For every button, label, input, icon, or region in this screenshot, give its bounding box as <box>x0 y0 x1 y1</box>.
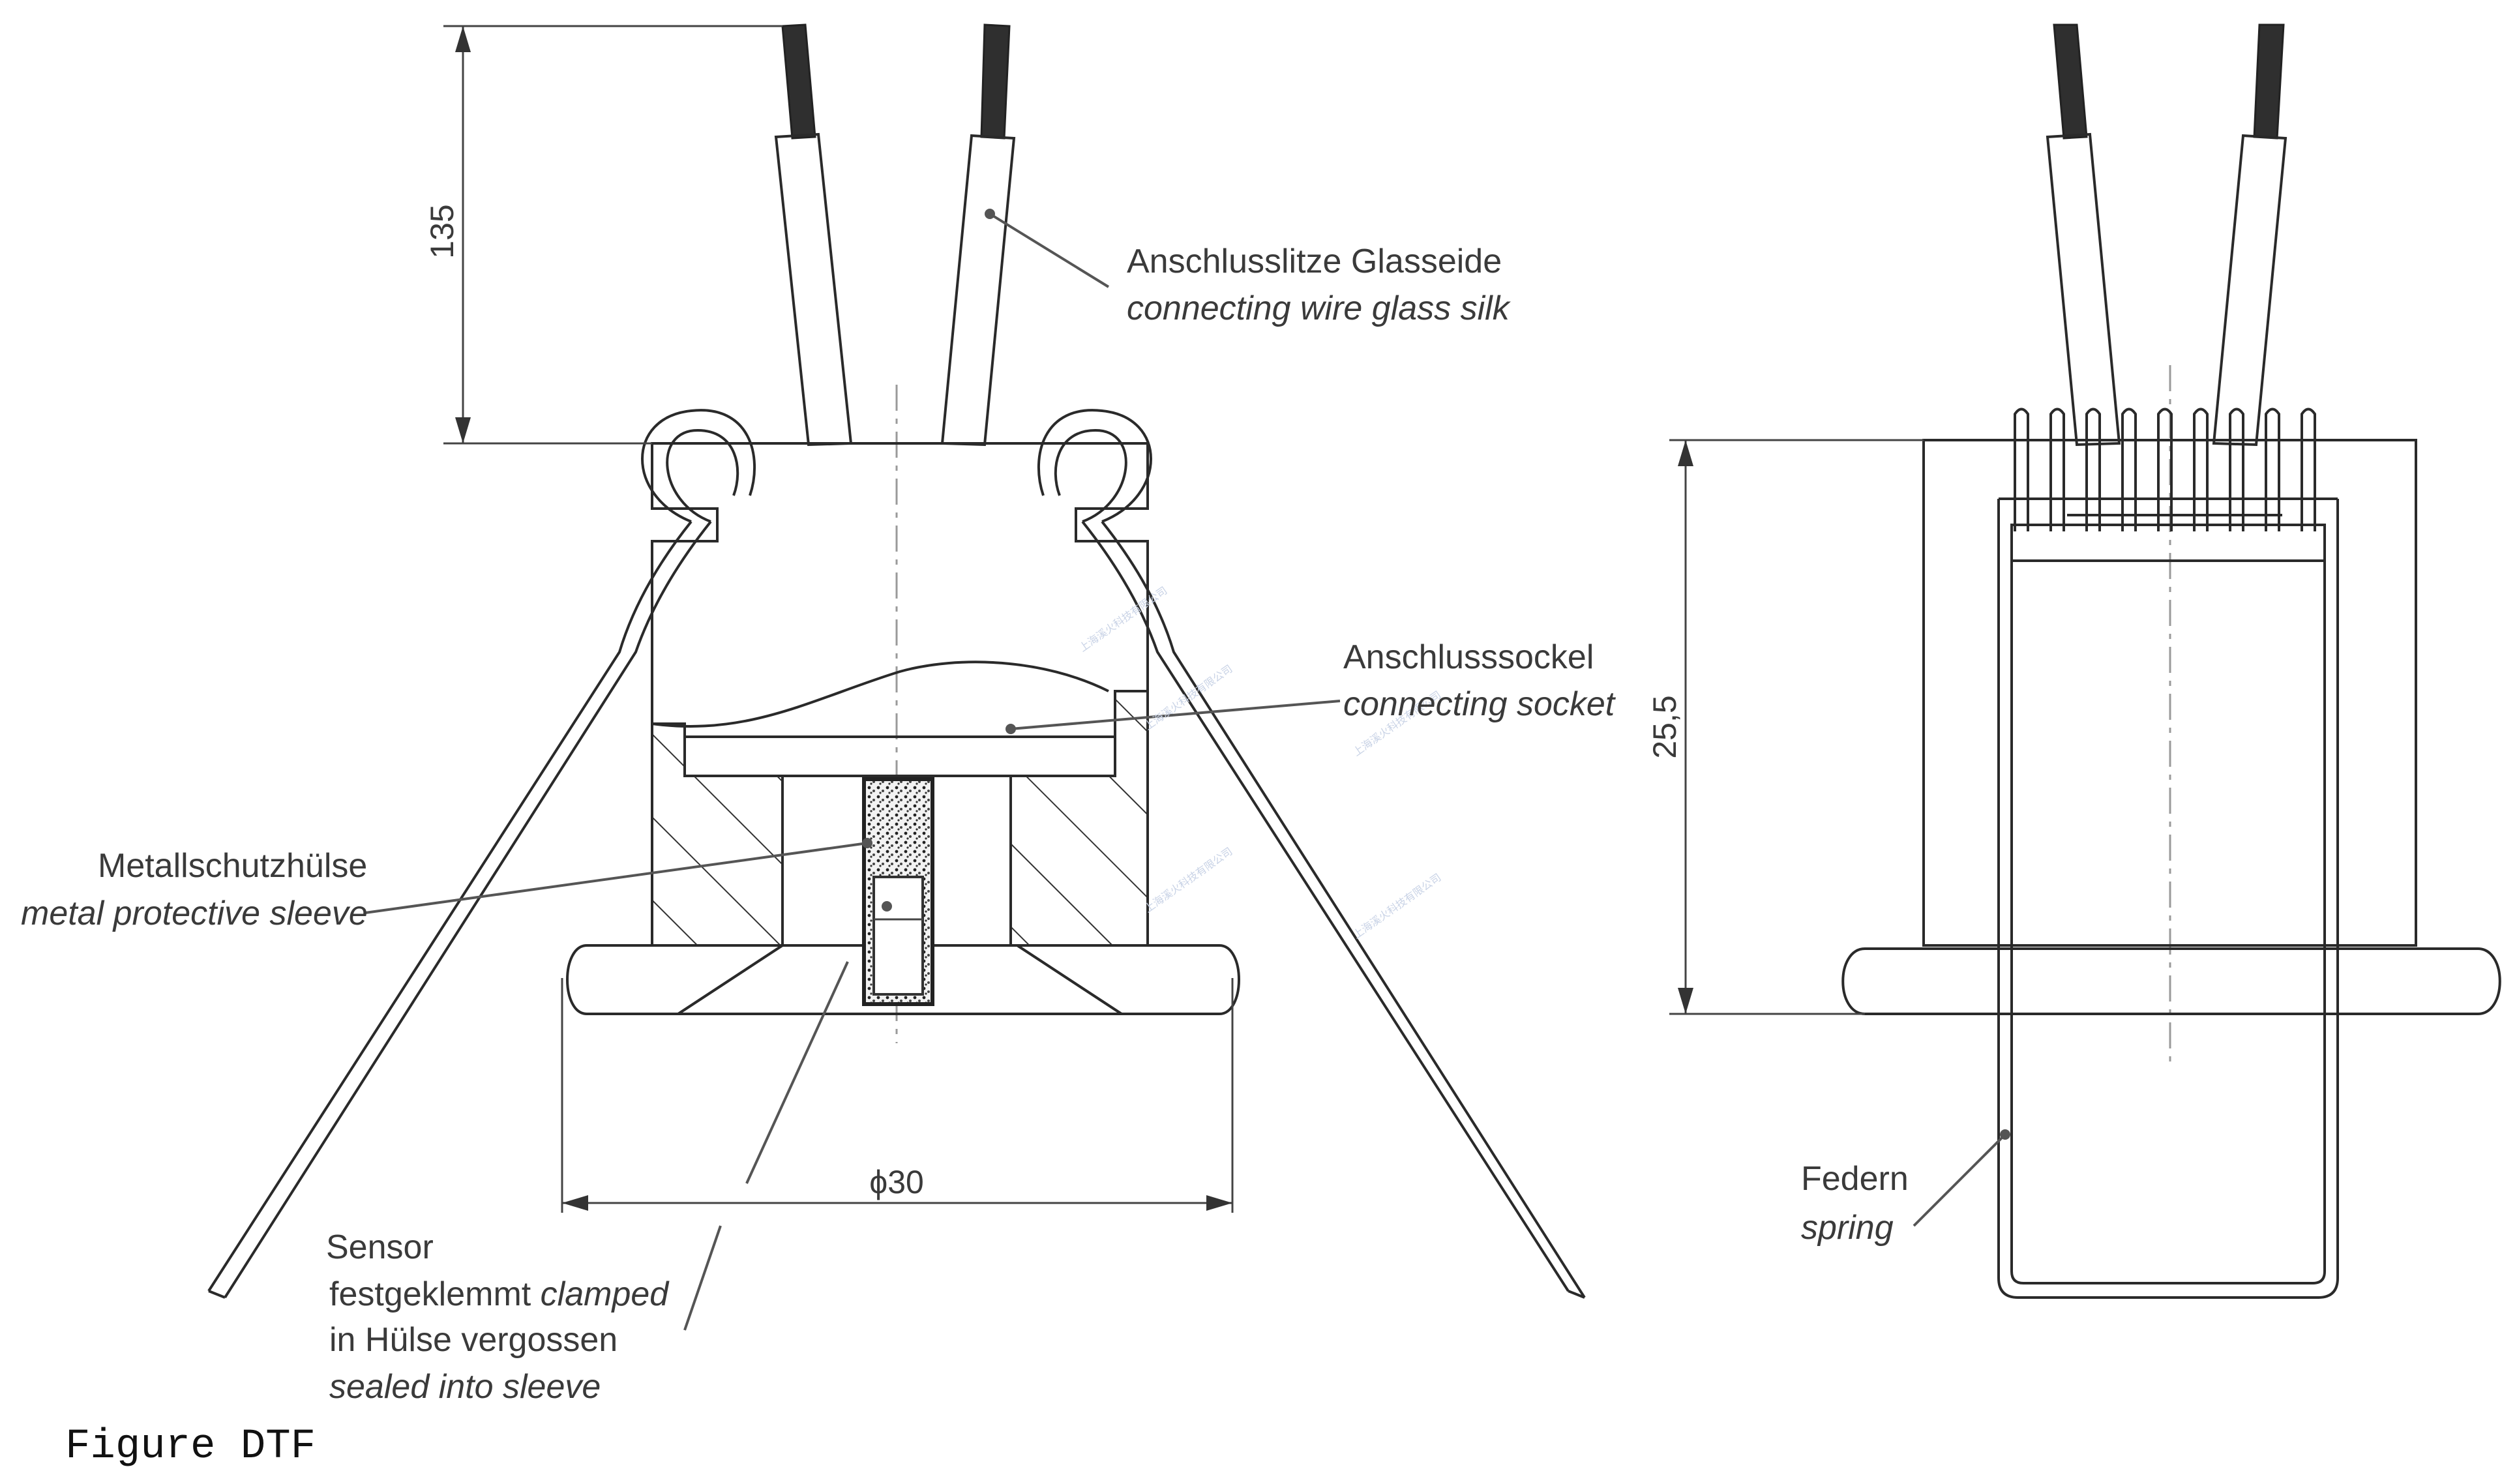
dimension-135-label: 135 <box>424 204 460 258</box>
dimension-25-5: 25,5 <box>1646 439 1924 1015</box>
connecting-socket <box>566 442 1240 1015</box>
dimension-diameter-label: ϕ30 <box>869 1164 924 1200</box>
spring-coils <box>2014 408 2316 531</box>
wire-label-de: Anschlusslitze Glasseide <box>1127 243 1502 280</box>
sleeve-label-en: metal protective sleeve <box>21 895 368 932</box>
socket-label-de: Anschlusssockel <box>1343 638 1594 676</box>
dimension-diameter: ϕ30 <box>561 978 1234 1213</box>
dimension-25-5-label: 25,5 <box>1646 695 1683 758</box>
leader-lines <box>365 209 1341 1331</box>
sensor-label-line-4: sealed into sleeve <box>329 1368 601 1406</box>
right-view-wire-left <box>2046 23 2121 447</box>
annotations: Anschlusslitze Glasseide connecting wire… <box>21 243 1909 1470</box>
side-view: 25,5 <box>1646 23 2501 1299</box>
sensor-label-en: clamped <box>541 1275 670 1313</box>
left-view-wire-right <box>940 23 1016 447</box>
socket-label-en: connecting socket <box>1343 685 1616 723</box>
watermark: 上海溪火科技有限公司 <box>1350 871 1443 941</box>
sensor-label-line-1: Sensor <box>326 1228 434 1266</box>
sensor-label-line-3: in Hülse vergossen <box>329 1321 618 1359</box>
left-view-wire-left <box>774 23 853 447</box>
metal-protective-sleeve <box>862 777 934 1006</box>
dimension-135: 135 <box>424 25 782 445</box>
sleeve-label-de: Metallschutzhülse <box>98 847 367 885</box>
figure-caption: Figure DTF <box>65 1423 316 1470</box>
spring-label-en: spring <box>1801 1209 1894 1247</box>
right-view-wire-right <box>2212 23 2287 447</box>
wire-label-en: connecting wire glass silk <box>1127 289 1512 327</box>
right-view-spring <box>1997 408 2339 1299</box>
spring-label-de: Federn <box>1801 1160 1909 1198</box>
front-view: 135 ϕ30 上海溪火科技有限公司 上海溪火科技有限公司 上海溪火科技有限公司 <box>207 23 1586 1331</box>
sensor-label-line-2: festgeklemmt clamped <box>329 1275 670 1313</box>
watermark: 上海溪火科技有限公司 <box>1142 845 1234 915</box>
sensor-label-de: festgeklemmt <box>329 1275 541 1313</box>
